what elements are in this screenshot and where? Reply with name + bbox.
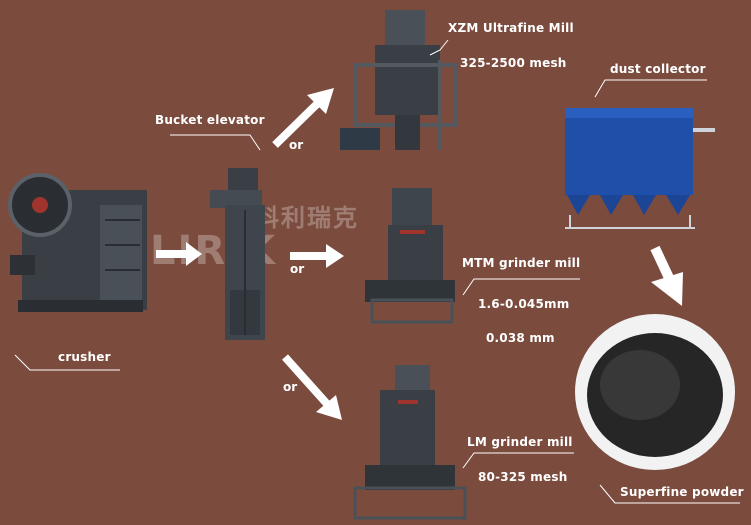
- mtm-size-label: 1.6-0.045mm: [478, 297, 569, 311]
- mtm-size2-label: 0.038 mm: [486, 331, 555, 345]
- leader-dust-collector: [595, 80, 707, 97]
- superfine-powder-label: Superfine powder: [620, 485, 744, 499]
- xzm-mill-machine: [340, 10, 455, 150]
- mtm-mill-label: MTM grinder mill: [462, 256, 580, 270]
- leader-mtm: [463, 279, 580, 295]
- or-label-middle: or: [290, 262, 304, 276]
- xzm-mesh-label: 325-2500 mesh: [460, 56, 567, 70]
- mtm-mill-machine: [365, 188, 455, 322]
- superfine-powder-image: [575, 314, 735, 470]
- arrow-elevator-to-xzm: [275, 88, 334, 145]
- arrow-collector-to-powder: [651, 248, 683, 306]
- lm-mesh-label: 80-325 mesh: [478, 470, 567, 484]
- bucket-elevator-machine: [210, 168, 265, 340]
- or-label-top: or: [289, 138, 303, 152]
- arrow-crusher-to-elevator: [156, 242, 202, 266]
- leader-bucket-elevator: [170, 135, 260, 150]
- dust-collector-label: dust collector: [610, 62, 706, 76]
- bucket-elevator-label: Bucket elevator: [155, 113, 265, 127]
- dust-collector-machine: [565, 108, 715, 228]
- leader-lm: [463, 453, 574, 468]
- or-label-bottom: or: [283, 380, 297, 394]
- xzm-mill-label: XZM Ultrafine Mill: [448, 21, 574, 35]
- lm-mill-label: LM grinder mill: [467, 435, 573, 449]
- crusher-machine: [10, 175, 147, 312]
- lm-mill-machine: [355, 365, 465, 518]
- crusher-label: crusher: [58, 350, 111, 364]
